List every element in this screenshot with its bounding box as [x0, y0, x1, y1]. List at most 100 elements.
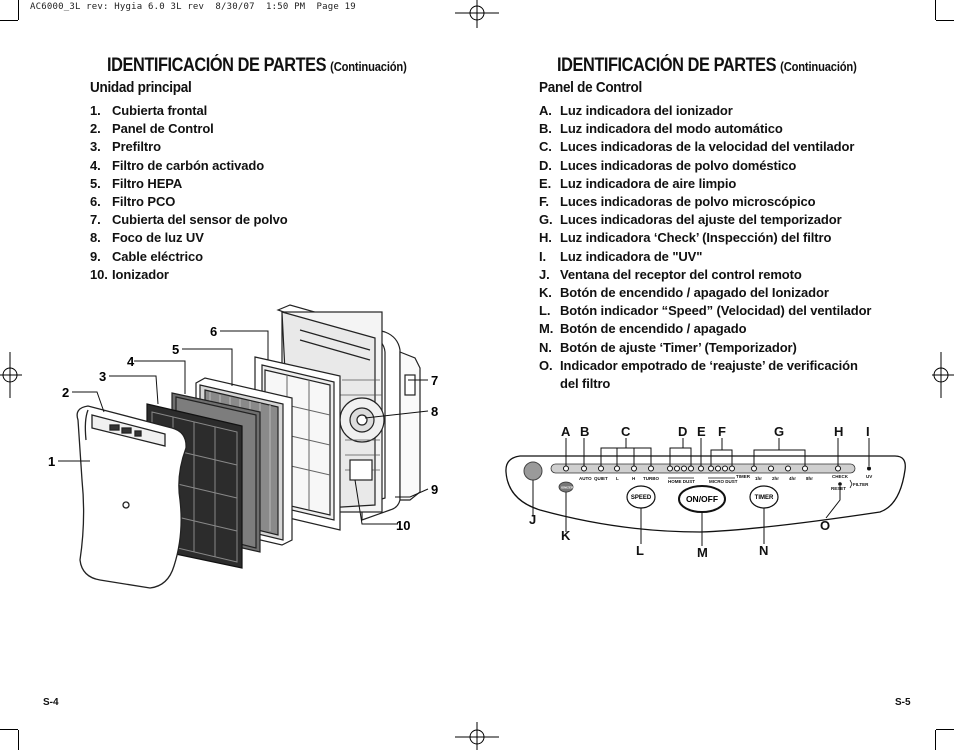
left-page-title: IDENTIFICACIÓN DE PARTES (Continuación)	[107, 55, 407, 77]
item-text: Botón de encendido / apagado	[560, 321, 747, 337]
section-heading-control-panel: Panel de Control	[539, 79, 642, 96]
item-text: Cubierta frontal	[112, 103, 208, 118]
callout-C: C	[621, 424, 631, 439]
title-main: IDENTIFICACIÓN DE PARTES	[107, 55, 327, 76]
list-item: 8.Foco de luz UV	[90, 229, 288, 247]
item-key: I.	[539, 248, 547, 264]
right-page-title: IDENTIFICACIÓN DE PARTES (Continuación)	[557, 55, 857, 77]
list-item: E. Luz indicadora de aire limpio	[539, 175, 871, 193]
callout-8: 8	[431, 404, 438, 419]
callout-F: F	[718, 424, 726, 439]
callout-3: 3	[99, 369, 106, 384]
item-key: B.	[539, 121, 552, 137]
item-text: Luz indicadora del modo automático	[560, 121, 783, 137]
callout-1: 1	[48, 454, 55, 469]
label-home-dust: HOME DUST	[668, 479, 695, 484]
list-item: O. Indicador empotrado de ‘reajuste’ de v…	[539, 357, 871, 393]
item-text: Botón indicador “Speed” (Velocidad) del …	[560, 303, 872, 319]
item-text: Filtro PCO	[112, 194, 176, 210]
parts-list: 1.Cubierta frontal 2.Panel de Control 3.…	[90, 102, 288, 284]
list-item: 2.Panel de Control	[90, 120, 288, 138]
timer-button-label: TIMER	[755, 495, 774, 501]
item-number: 6.	[90, 194, 101, 210]
callout-labels: 1 2 3 4 5 6 7 8 9 10	[48, 324, 438, 533]
item-text: Luz indicadora de aire limpio	[560, 175, 737, 191]
list-item: 1.Cubierta frontal	[90, 102, 288, 120]
list-item: B. Luz indicadora del modo automático	[539, 120, 871, 138]
list-item: 4.Filtro de carbón activado	[90, 157, 288, 175]
item-key: D.	[539, 157, 552, 173]
item-number: 3.	[90, 139, 101, 155]
item-text: Cubierta del sensor de polvo	[112, 212, 288, 228]
list-item: I.Luz indicadora de "UV"	[539, 248, 871, 266]
title-sub: (Continuación)	[330, 59, 407, 74]
item-text: Ionizador	[112, 266, 169, 282]
label-2hr: 2hr	[772, 476, 779, 481]
callout-A: A	[561, 424, 571, 439]
ionizer-button-label: IONIZER	[561, 486, 574, 490]
item-key: N.	[539, 339, 552, 355]
crop-mark	[0, 20, 18, 21]
timer-button[interactable]: TIMER	[749, 485, 779, 509]
section-heading-main-unit: Unidad principal	[90, 79, 192, 96]
item-text: Luz indicadora del ionizador	[560, 103, 733, 118]
label-auto: AUTO	[579, 476, 592, 481]
print-header: AC6000_3L rev: Hygia 6.0 3L rev 8/30/07 …	[30, 2, 356, 12]
panel-leader-lines	[532, 438, 870, 546]
list-item: N.Botón de ajuste ‘Timer’ (Temporizador)	[539, 339, 871, 357]
onoff-button[interactable]: ON/OFF	[678, 485, 726, 513]
label-reset: RESET	[831, 486, 846, 491]
label-8hr: 8hr	[806, 476, 813, 481]
item-text: Luz indicadora ‘Check’ (Inspección) del …	[560, 230, 832, 246]
item-text: Botón de encendido / apagado del Ionizad…	[560, 285, 829, 301]
crop-mark	[18, 0, 19, 20]
list-item: G.Luces indicadoras del ajuste del tempo…	[539, 211, 871, 229]
title-sub: (Continuación)	[780, 59, 857, 74]
label-low: L	[616, 476, 619, 481]
list-item: D. Luces indicadoras de polvo doméstico	[539, 157, 871, 175]
remote-receiver-window	[523, 461, 543, 481]
speed-button-label: SPEED	[631, 495, 652, 501]
callout-D: D	[678, 424, 687, 439]
crop-mark	[18, 730, 19, 750]
item-key: L.	[539, 303, 551, 319]
list-item: J.Ventana del receptor del control remot…	[539, 266, 871, 284]
speed-button[interactable]: SPEED	[626, 485, 656, 509]
label-uv: UV	[866, 474, 872, 479]
list-item: K.Botón de encendido / apagado del Ioniz…	[539, 284, 871, 302]
list-item: M.Botón de encendido / apagado	[539, 320, 871, 338]
filter-reset-recess[interactable]	[838, 482, 842, 486]
list-item: 10.Ionizador	[90, 266, 288, 284]
crop-mark	[935, 0, 936, 20]
item-text: Luces indicadoras de polvo doméstico	[560, 157, 797, 173]
callout-G: G	[774, 424, 784, 439]
callout-E: E	[697, 424, 706, 439]
label-quiet: QUIET	[594, 476, 608, 481]
list-item: F.Luces indicadoras de polvo microscópic…	[539, 193, 871, 211]
item-text: Luces indicadoras de la velocidad del ve…	[560, 139, 855, 155]
item-number: 4.	[90, 157, 101, 173]
callout-10: 10	[396, 518, 410, 533]
callout-6: 6	[210, 324, 217, 339]
uv-led	[867, 466, 871, 471]
item-text: Panel de Control	[112, 121, 214, 137]
item-text: Ventana del receptor del control remoto	[560, 266, 802, 282]
front-cover	[76, 405, 187, 589]
item-text: Cable eléctrico	[112, 248, 203, 264]
onoff-button-label: ON/OFF	[686, 494, 718, 504]
leader-lines	[58, 330, 429, 525]
item-number: 8.	[90, 230, 101, 246]
item-key: O.	[539, 357, 553, 373]
item-text: Luces indicadoras del ajuste del tempori…	[560, 212, 842, 228]
left-page-number: S-4	[43, 697, 59, 708]
callout-L: L	[636, 543, 644, 558]
crop-mark	[936, 20, 954, 21]
item-text: Indicador empotrado de ‘reajuste’ de ver…	[560, 357, 858, 392]
crop-mark	[0, 729, 18, 730]
item-number: 9.	[90, 248, 101, 264]
callout-4: 4	[127, 354, 135, 369]
list-item: L. Botón indicador “Speed” (Velocidad) de…	[539, 302, 871, 320]
item-key: E.	[539, 175, 552, 191]
